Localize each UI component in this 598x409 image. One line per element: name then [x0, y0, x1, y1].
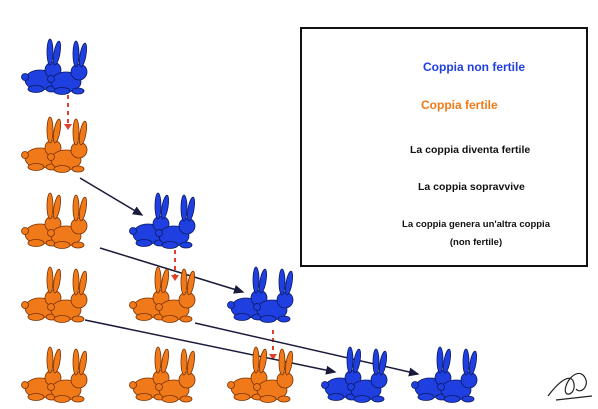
rabbit-pair-icon [129, 346, 197, 403]
survive-arrows [67, 95, 274, 355]
rabbit-pair-icon [21, 192, 89, 249]
rabbit-pair-icon [21, 346, 89, 403]
rabbit-pair-icon [21, 116, 89, 173]
generate-arrow-3 [84, 319, 337, 375]
legend-generates-line2: (non fertile) [449, 237, 503, 248]
rabbit-pair-icon [411, 346, 479, 403]
legend-survives-label: La coppia sopravvive [418, 181, 525, 193]
generate-arrows [79, 177, 420, 377]
rabbit-pair-icon [21, 266, 89, 323]
survive-arrowheads [64, 124, 277, 360]
signature-icon [547, 372, 593, 401]
rabbit-pair-icon [227, 266, 295, 323]
legend-generates-label: La coppia genera un'altra coppia (non fe… [376, 216, 576, 252]
rabbit-pair-icon [129, 266, 197, 323]
legend-fertile-label: Coppia fertile [421, 98, 498, 112]
rabbit-pair-icon [227, 346, 295, 403]
legend-non-fertile-label: Coppia non fertile [423, 60, 525, 74]
legend-generates-line1: La coppia genera un'altra coppia [402, 219, 550, 230]
legend-box [300, 27, 588, 267]
generate-arrow-2 [99, 247, 245, 294]
rabbit-pair-icon [21, 38, 89, 95]
rabbit-pair-icon [321, 346, 389, 403]
legend-becomes-fertile-label: La coppia diventa fertile [410, 144, 531, 156]
rabbit-pair-icon [129, 192, 197, 249]
generate-arrow-1 [79, 177, 144, 216]
